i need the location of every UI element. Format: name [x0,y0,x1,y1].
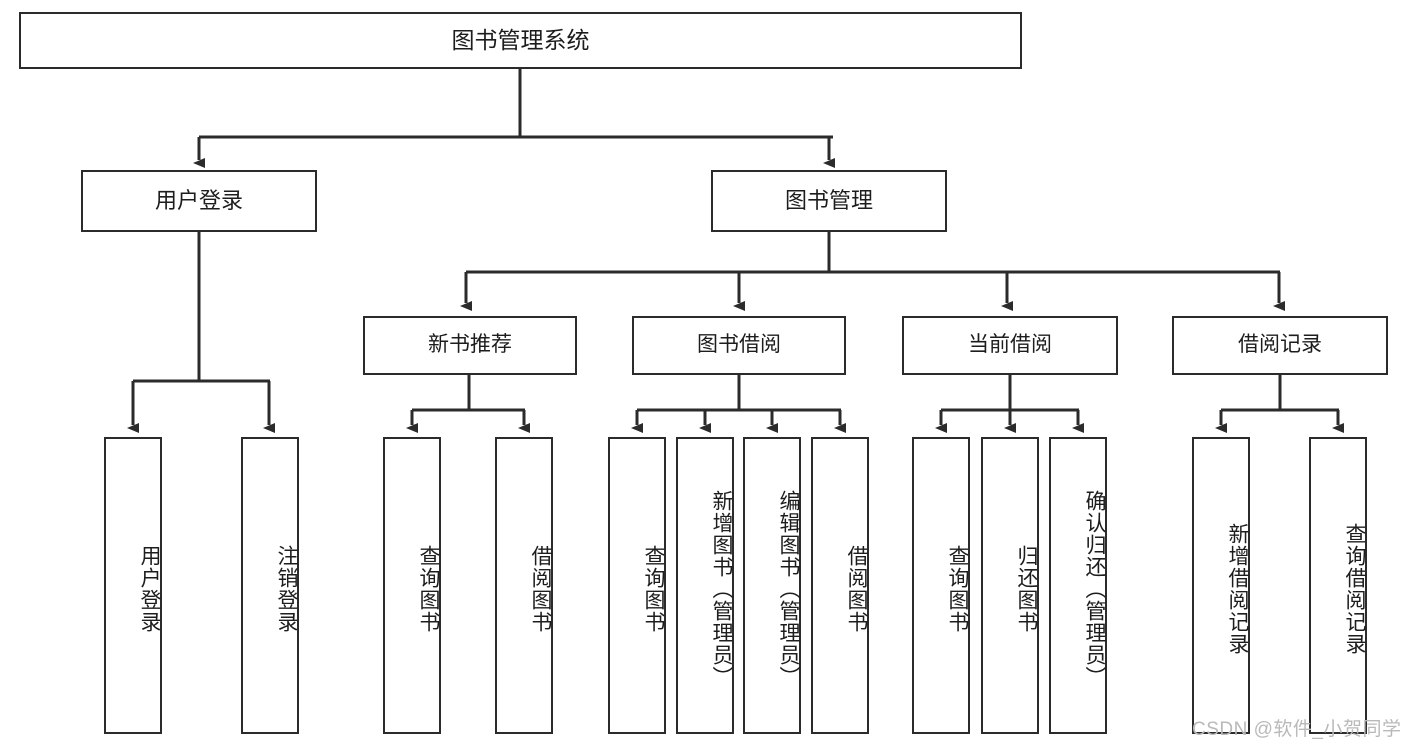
node-label: 新增借阅记录 [1226,522,1249,655]
node-label: 新增图书（管理员） [710,489,733,688]
leaf-current-borrow-query-book[interactable]: 查询图书 [912,437,970,734]
leaf-current-borrow-confirm-return[interactable]: 确认归还（管理员） [1049,437,1107,734]
node-new-book-recommend[interactable]: 新书推荐 [363,316,577,375]
node-label: 查询图书 [946,544,969,633]
leaf-current-borrow-return-book[interactable]: 归还图书 [981,437,1039,734]
leaf-user-login-login[interactable]: 用户登录 [104,437,162,734]
leaf-book-borrow-edit-book[interactable]: 编辑图书（管理员） [743,437,801,734]
node-label: 图书借阅 [697,333,781,357]
node-root-book-management-system[interactable]: 图书管理系统 [19,12,1022,69]
node-label: 用户登录 [154,188,243,214]
node-label: 确认归还（管理员） [1083,489,1106,688]
leaf-new-book-query-book[interactable]: 查询图书 [383,437,441,734]
node-label: 编辑图书（管理员） [777,489,800,688]
csdn-watermark: CSDN @软件_小贺同学 [1192,719,1402,740]
leaf-book-borrow-borrow-book[interactable]: 借阅图书 [811,437,869,734]
node-label: 借阅记录 [1238,333,1322,357]
node-label: 图书管理 [784,188,873,214]
leaf-borrow-record-add-record[interactable]: 新增借阅记录 [1192,437,1250,734]
node-label: 新书推荐 [428,333,512,357]
node-borrow-record[interactable]: 借阅记录 [1172,316,1388,375]
leaf-new-book-borrow-book[interactable]: 借阅图书 [495,437,553,734]
node-label: 图书管理系统 [451,27,590,54]
leaf-borrow-record-query-record[interactable]: 查询借阅记录 [1309,437,1367,734]
node-label: 用户登录 [138,544,161,633]
node-label: 借阅图书 [529,544,552,633]
node-book-borrow[interactable]: 图书借阅 [632,316,846,375]
node-label: 查询借阅记录 [1343,522,1366,655]
node-book-management[interactable]: 图书管理 [711,170,947,232]
node-label: 当前借阅 [968,333,1052,357]
leaf-book-borrow-add-book[interactable]: 新增图书（管理员） [676,437,734,734]
leaf-user-login-logout[interactable]: 注销登录 [241,437,299,734]
node-current-borrow[interactable]: 当前借阅 [902,316,1118,375]
node-label: 查询图书 [642,544,665,633]
node-label: 归还图书 [1015,544,1038,633]
node-label: 借阅图书 [845,544,868,633]
node-label: 注销登录 [275,544,298,633]
node-user-login[interactable]: 用户登录 [81,170,317,232]
leaf-book-borrow-query-book[interactable]: 查询图书 [608,437,666,734]
node-label: 查询图书 [417,544,440,633]
